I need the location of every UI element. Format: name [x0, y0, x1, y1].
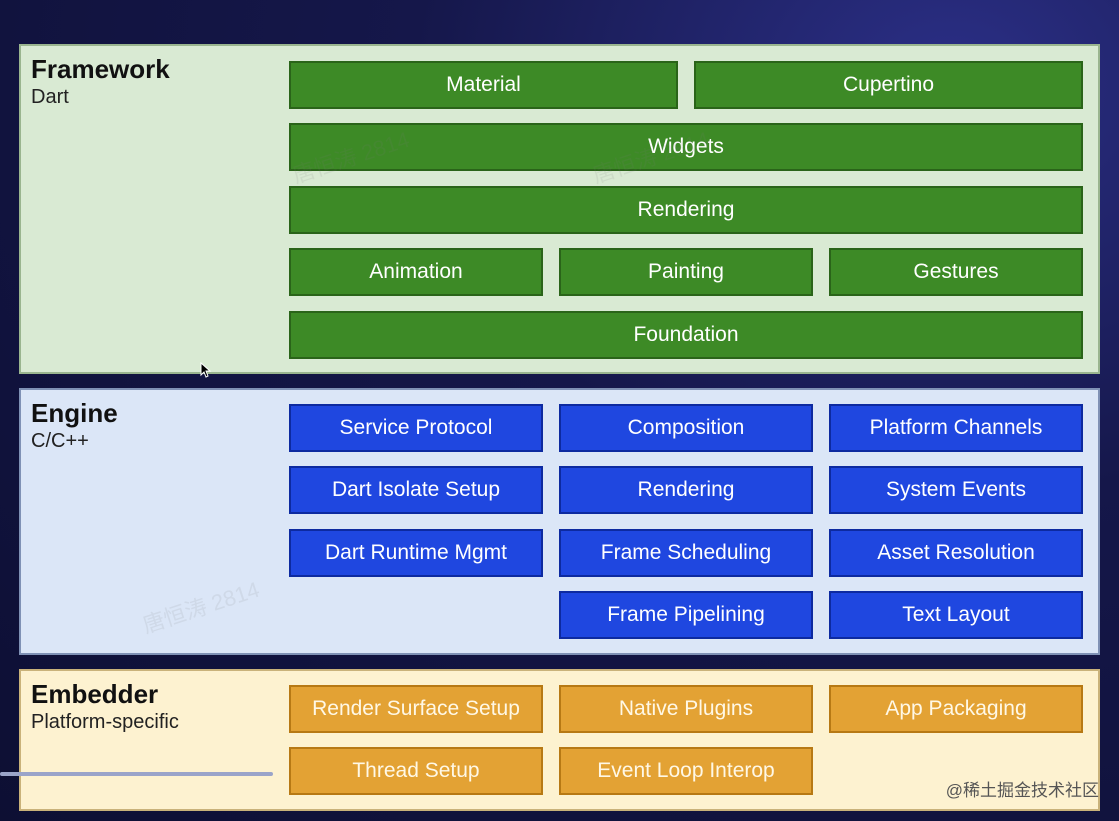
- box-dart-isolate-setup: Dart Isolate Setup: [289, 466, 543, 514]
- box-dart-runtime-mgmt: Dart Runtime Mgmt: [289, 529, 543, 577]
- video-progress-bar[interactable]: [0, 772, 273, 776]
- framework-title: Framework: [31, 54, 170, 84]
- embedder-subtitle: Platform-specific: [31, 711, 179, 733]
- box-frame-scheduling: Frame Scheduling: [559, 529, 813, 577]
- box-rendering: Rendering: [289, 186, 1083, 234]
- box-widgets: Widgets: [289, 123, 1083, 171]
- framework-subtitle: Dart: [31, 86, 69, 108]
- box-animation: Animation: [289, 248, 543, 296]
- box-app-packaging: App Packaging: [829, 685, 1083, 733]
- box-thread-setup: Thread Setup: [289, 747, 543, 795]
- framework-layer: Framework Dart Material Cupertino Widget…: [19, 44, 1100, 374]
- engine-layer: Engine C/C++ Service Protocol Compositio…: [19, 388, 1100, 655]
- box-system-events: System Events: [829, 466, 1083, 514]
- box-composition: Composition: [559, 404, 813, 452]
- box-render-surface-setup: Render Surface Setup: [289, 685, 543, 733]
- mouse-cursor-icon: [200, 362, 212, 378]
- box-platform-channels: Platform Channels: [829, 404, 1083, 452]
- box-service-protocol: Service Protocol: [289, 404, 543, 452]
- box-asset-resolution: Asset Resolution: [829, 529, 1083, 577]
- engine-title: Engine: [31, 398, 118, 428]
- box-native-plugins: Native Plugins: [559, 685, 813, 733]
- box-painting: Painting: [559, 248, 813, 296]
- box-engine-rendering: Rendering: [559, 466, 813, 514]
- embedder-layer: Embedder Platform-specific Render Surfac…: [19, 669, 1100, 811]
- box-foundation: Foundation: [289, 311, 1083, 359]
- site-credit: @稀土掘金技术社区: [945, 781, 1099, 800]
- box-event-loop-interop: Event Loop Interop: [559, 747, 813, 795]
- box-gestures: Gestures: [829, 248, 1083, 296]
- box-cupertino: Cupertino: [694, 61, 1083, 109]
- engine-subtitle: C/C++: [31, 430, 89, 452]
- embedder-title: Embedder: [31, 679, 159, 709]
- box-material: Material: [289, 61, 678, 109]
- box-text-layout: Text Layout: [829, 591, 1083, 639]
- box-frame-pipelining: Frame Pipelining: [559, 591, 813, 639]
